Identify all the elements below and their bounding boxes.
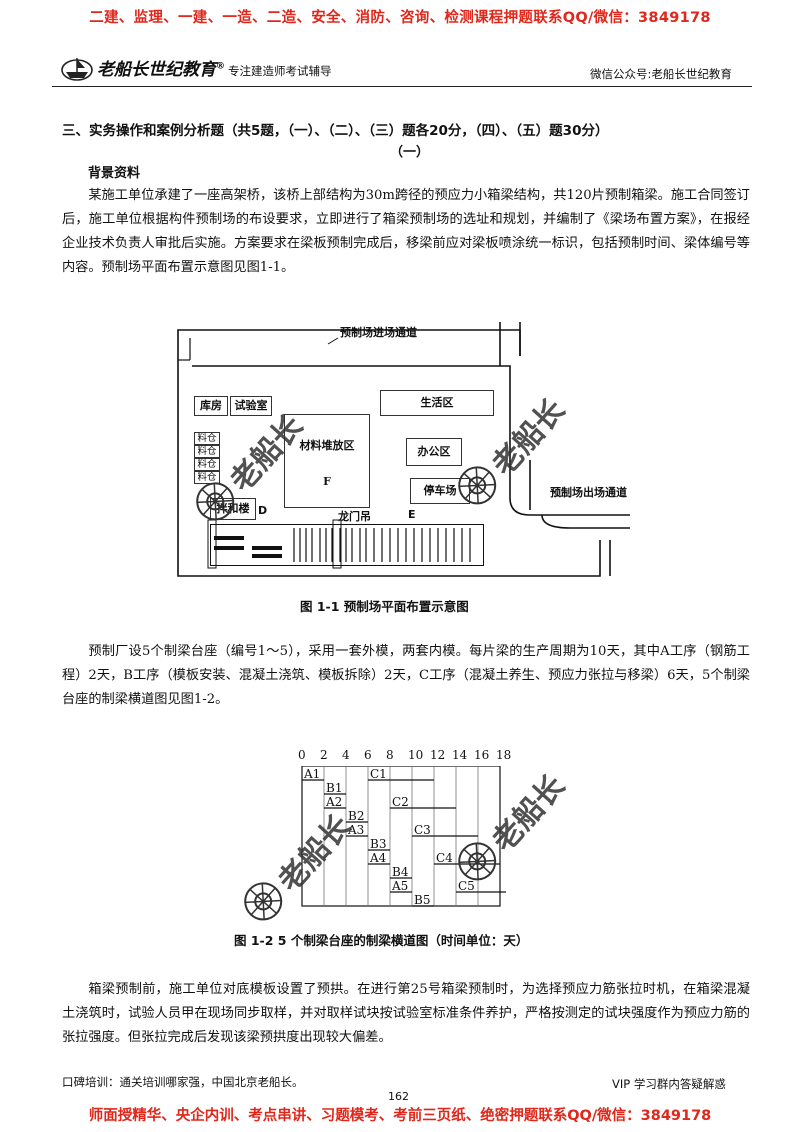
gantt-tick-label: 12 (430, 748, 446, 762)
gantt-task-label: A3 (348, 823, 365, 837)
figure-1-2-caption: 图 1-2 5 个制梁台座的制梁横道图（时间单位：天） (234, 933, 529, 948)
gantt-task-label: A4 (370, 851, 387, 865)
footer-left: 口碑培训：通关培训哪家强，中国北京老船长。 (62, 1075, 304, 1089)
logo-name: 老船长世纪教育 (97, 60, 216, 80)
gantt-task-label: B2 (348, 809, 365, 823)
gantt-task-label: A2 (326, 795, 343, 809)
silo-4-label: 料仓 (197, 472, 217, 483)
zone-e-label: E (408, 508, 416, 521)
silo-3: 料仓 (194, 458, 220, 471)
gantry-crane-label: 龙门吊 (338, 510, 371, 523)
tagline: 专注建造师考试辅导 (228, 64, 332, 78)
material-yard-f-label: F (323, 475, 331, 488)
top-banner: 二建、监理、一建、一造、二造、安全、消防、咨询、检测课程押题联系QQ/微信：38… (89, 10, 711, 26)
paragraph-3: 箱梁预制前，施工单位对底模板设置了预拱。在进行第25号箱梁预制时，为选择预应力筋… (62, 978, 750, 1050)
gantt-tick-label: 0 (298, 748, 306, 762)
silo-4: 料仓 (194, 471, 220, 484)
paragraph-2-text: 预制厂设5个制梁台座（编号1～5），采用一套外模，两套内模。每片梁的生产周期为1… (62, 644, 750, 707)
material-yard-box: 材料堆放区 F (284, 414, 370, 508)
lab-label: 试验室 (234, 399, 268, 412)
beam-yard-marks (207, 519, 471, 569)
header-divider (52, 86, 752, 87)
section-title: 三、实务操作和案例分析题（共5题，（一）、（二）、（三）题各20分，（四）、（五… (62, 123, 609, 139)
material-yard-label: 材料堆放区 (299, 439, 355, 452)
beam-yard (210, 524, 484, 566)
gantt-task-label: C2 (392, 795, 409, 809)
gantt-tick-label: 16 (474, 748, 490, 762)
paragraph-3-text: 箱梁预制前，施工单位对底模板设置了预拱。在进行第25号箱梁预制时，为选择预应力筋… (62, 982, 750, 1045)
living-area-label: 生活区 (420, 396, 454, 409)
office-label: 办公区 (417, 445, 451, 458)
entry-road-label: 预制场进场通道 (340, 326, 417, 339)
watermark-stamp-2: 老船长 (430, 367, 591, 531)
silo-1-label: 料仓 (197, 433, 217, 444)
silo-2-label: 料仓 (197, 446, 217, 457)
page-number: 162 (388, 1090, 409, 1103)
gantt-task-label: A5 (392, 879, 409, 893)
figure-1-1: 预制场进场通道 预制场出场通道 库房 试验室 生活区 材料堆放区 F 办公区 停… (170, 310, 630, 590)
living-area-box: 生活区 (380, 390, 494, 416)
gantt-task-label: C5 (458, 879, 475, 893)
watermark-stamp-1: 老船长 (168, 383, 329, 547)
ship-logo-icon (61, 58, 93, 81)
paragraph-1-text: 某施工单位承建了一座高架桥，该桥上部结构为30m跨径的预应力小箱梁结构，共120… (62, 188, 750, 275)
mixer-label: 拌和楼 (216, 502, 250, 515)
background-heading: 背景资料 (88, 166, 141, 181)
gantt-task-label: C3 (414, 823, 431, 837)
footer-right: VIP 学习群内答疑解惑 (612, 1077, 726, 1091)
zone-d-label: D (258, 504, 268, 517)
parking-box: 停车场 (410, 478, 470, 504)
gantt-task-label: B4 (392, 865, 409, 879)
logo (60, 54, 94, 82)
gantt-tick-label: 8 (386, 748, 394, 762)
silo-2: 料仓 (194, 445, 220, 458)
silo-1: 料仓 (194, 432, 220, 445)
lab-box: 试验室 (230, 396, 272, 416)
gantt-task-label: B5 (414, 893, 431, 907)
gantt-task-label: C4 (436, 851, 453, 865)
watermark-text-4: 老船长 (485, 768, 572, 859)
silo-group: 料仓 料仓 料仓 料仓 (194, 432, 220, 484)
silo-3-label: 料仓 (197, 459, 217, 470)
wechat-account: 微信公众号:老船长世纪教育 (590, 67, 732, 81)
warehouse-label: 库房 (200, 399, 222, 412)
figure-1-1-caption: 图 1-1 预制场平面布置示意图 (300, 599, 469, 614)
gantt-task-label: B1 (326, 781, 343, 795)
ship-wheel-icon (458, 842, 497, 881)
ship-wheel-icon (458, 466, 497, 505)
registered-mark: ® (216, 61, 225, 72)
ship-wheel-icon (196, 482, 235, 521)
site-layout-lines (177, 322, 630, 577)
gantt-tick-label: 2 (320, 748, 328, 762)
gantt-tick-label: 6 (364, 748, 372, 762)
gantt-tick-label: 18 (496, 748, 512, 762)
paragraph-1: 某施工单位承建了一座高架桥，该桥上部结构为30m跨径的预应力小箱梁结构，共120… (62, 184, 750, 280)
gantt-tick-label: 10 (408, 748, 424, 762)
gantt-frame (301, 766, 501, 907)
gantt-task-label: B3 (370, 837, 387, 851)
paragraph-2: 预制厂设5个制梁台座（编号1～5），采用一套外模，两套内模。每片梁的生产周期为1… (62, 640, 750, 712)
watermark-stamp-4: 老船长 (430, 743, 591, 907)
footer-banner: 师面授精华、央企内训、考点串讲、习题模考、考前三页纸、绝密押题联系QQ/微信：3… (88, 1108, 712, 1124)
office-box: 办公区 (406, 438, 462, 466)
gantt-task-label: A1 (304, 767, 321, 781)
ship-wheel-icon (244, 882, 283, 921)
exit-road-label: 预制场出场通道 (550, 486, 627, 499)
gantt-task-label: C1 (370, 767, 387, 781)
watermark-stamp-3: 老船长 (216, 783, 377, 947)
gantt-grid (301, 766, 506, 907)
gantt-tick-label: 4 (342, 748, 350, 762)
parking-label: 停车场 (423, 484, 457, 497)
warehouse-box: 库房 (194, 396, 228, 416)
logo-text: 老船长世纪教育® (97, 55, 225, 80)
gantt-tick-label: 14 (452, 748, 468, 762)
question-number: （一） (390, 145, 430, 160)
